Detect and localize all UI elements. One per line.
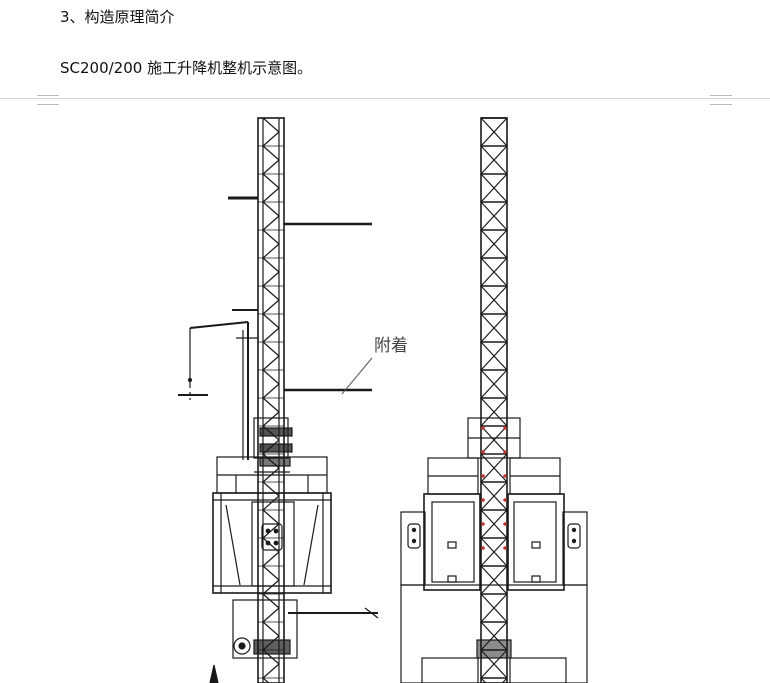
side-view-base — [209, 599, 298, 683]
side-view — [178, 117, 379, 683]
side-view-derrick — [178, 321, 258, 460]
margin-mark-left — [37, 95, 59, 105]
front-view-left-cage — [400, 457, 481, 591]
page-break-line — [0, 98, 770, 99]
attachment-label: 附着 — [374, 336, 408, 356]
side-view-mast — [257, 117, 285, 683]
front-view-head — [467, 417, 521, 459]
front-view-right-cage — [507, 457, 588, 591]
hoist-diagram: 附着 — [0, 100, 770, 683]
section-heading: 3、构造原理简介 — [60, 8, 175, 26]
side-view-tie-arms — [228, 196, 379, 619]
front-view-mast — [480, 117, 508, 683]
side-view-cage — [212, 456, 332, 594]
side-view-drive-unit — [253, 417, 293, 473]
front-view-rack-marks — [481, 426, 507, 550]
attachment-annotation: 附着 — [341, 336, 408, 395]
margin-mark-right — [710, 95, 732, 105]
front-view-base — [400, 584, 588, 683]
front-view — [400, 117, 588, 683]
figure-caption: SC200/200 施工升降机整机示意图。 — [60, 59, 313, 77]
